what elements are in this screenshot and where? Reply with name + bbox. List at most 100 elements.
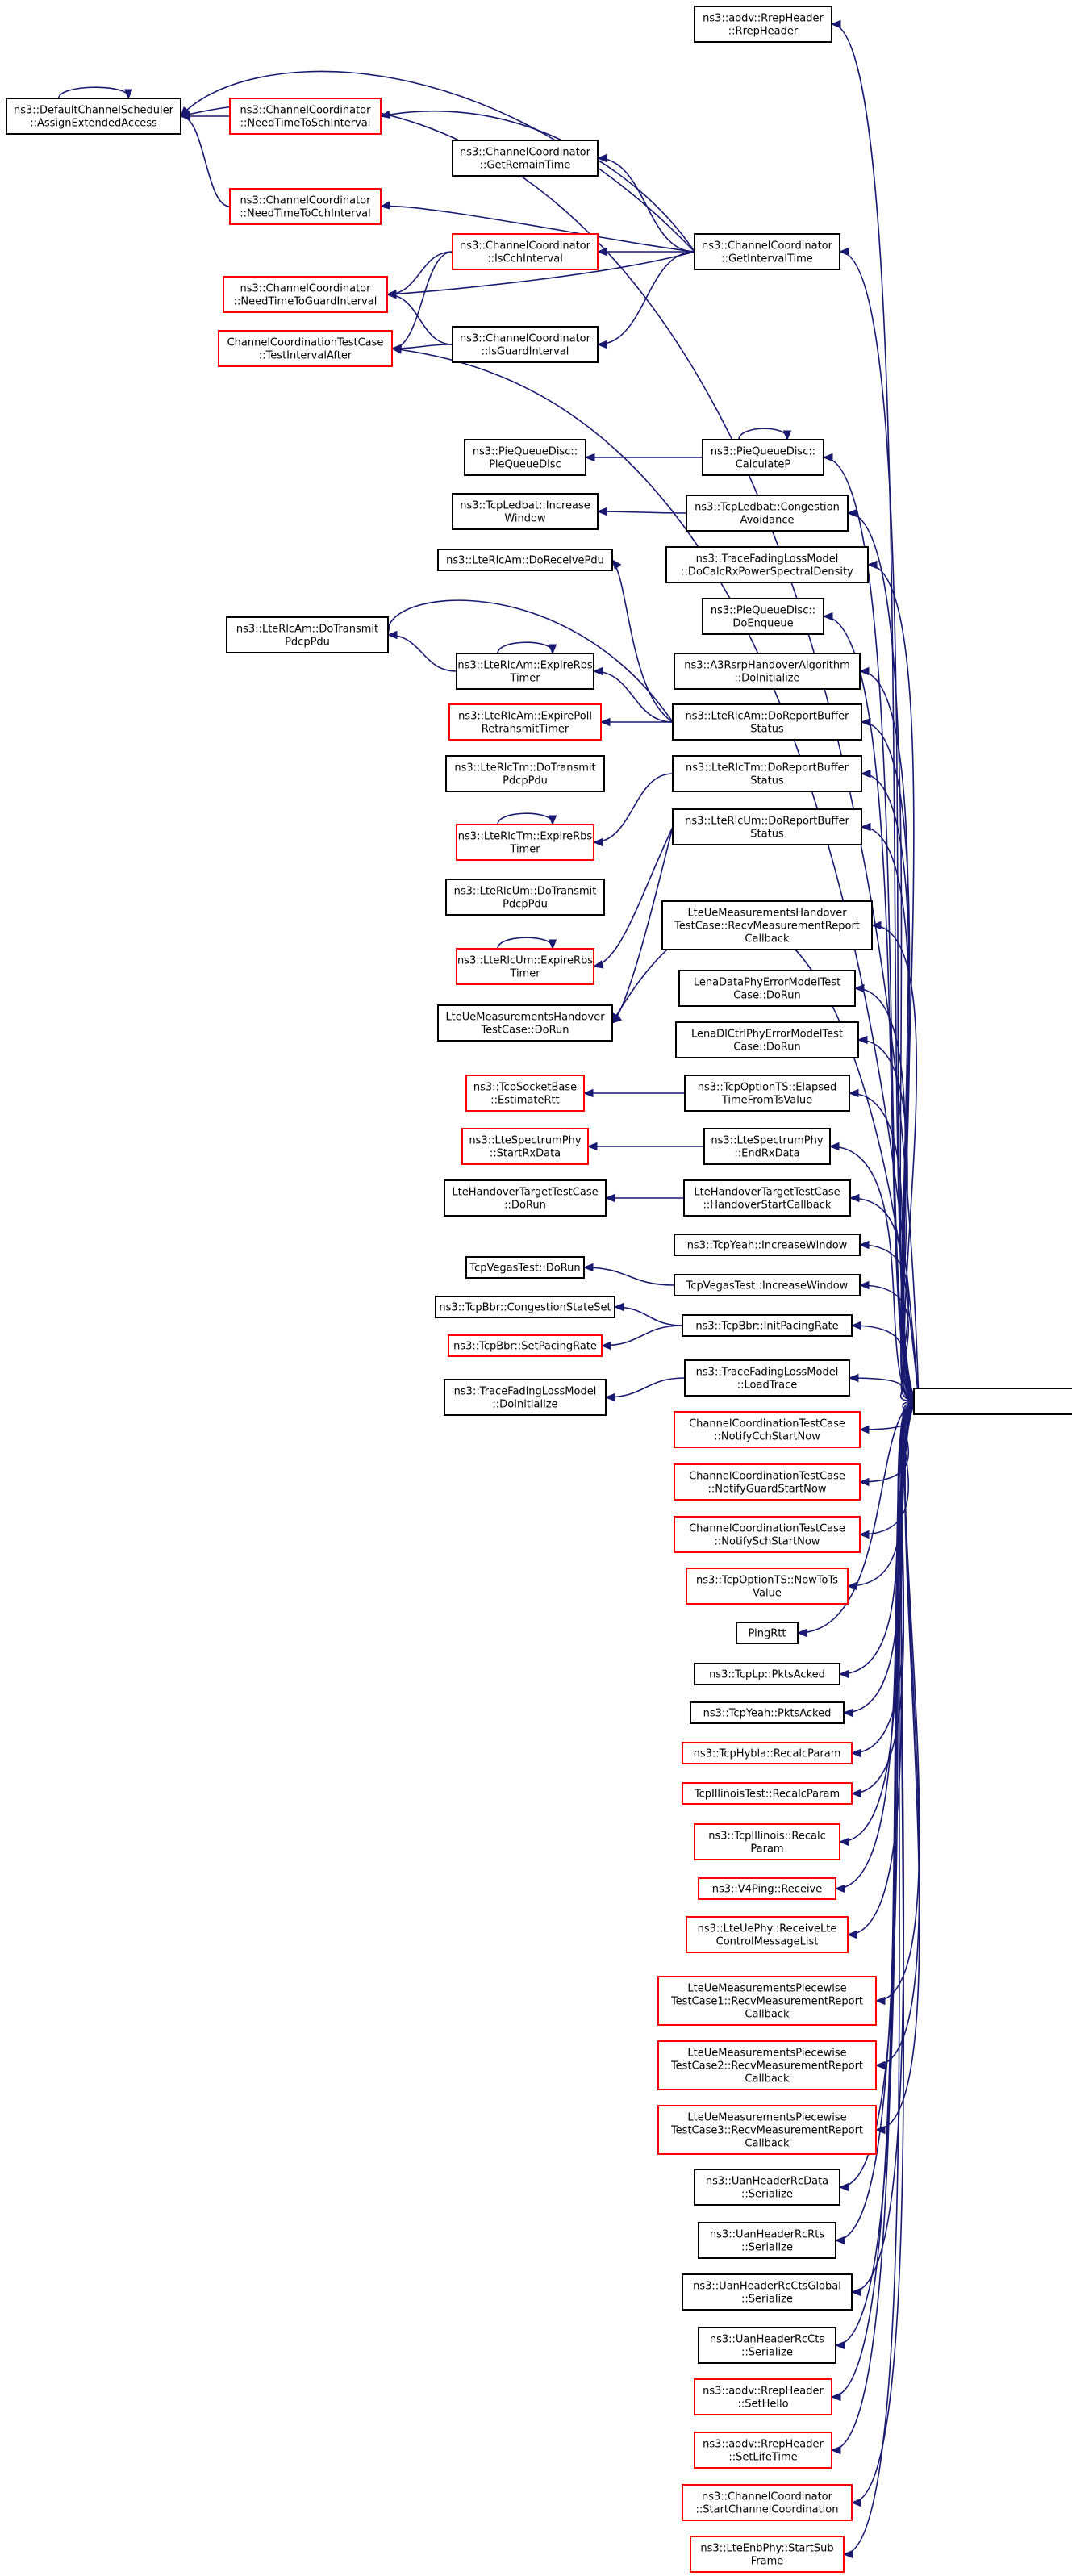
node-yeahpkts[interactable]: ns3::TcpYeah::PktsAcked (690, 1701, 845, 1724)
node-box (694, 6, 832, 43)
node-specend[interactable]: ns3::LteSpectrumPhy::EndRxData (703, 1128, 831, 1165)
node-label-line: ns3::LteRlcTm::DoReportBuffer (686, 762, 849, 774)
node-hotargetrun[interactable]: LteHandoverTargetTestCase::DoRun (444, 1179, 607, 1217)
edge-arrowhead (604, 1193, 615, 1203)
node-iscch[interactable]: ns3::ChannelCoordinator::IsCchInterval (452, 233, 599, 270)
node-cctestinterval[interactable]: ChannelCoordinationTestCase::TestInterva… (218, 330, 393, 367)
node-label-line: ::NotifySchStartNow (715, 1536, 820, 1548)
node-label-line: ns3::LteRlcUm::DoTransmit (454, 886, 597, 898)
node-repheader[interactable]: ns3::aodv::RrepHeader::RrepHeader (694, 6, 832, 43)
node-dcs[interactable]: ns3::DefaultChannelScheduler::AssignExte… (6, 98, 181, 135)
edge-arrowhead (850, 2498, 861, 2507)
node-box (452, 493, 599, 530)
node-getremain[interactable]: ns3::ChannelCoordinator::GetRemainTime (452, 140, 599, 177)
node-v4ping[interactable]: ns3::V4Ping::Receive (698, 1877, 836, 1900)
node-uephy[interactable]: ns3::LteUePhy::ReceiveLteControlMessageL… (686, 1916, 849, 1953)
node-amrecv[interactable]: ns3::LteRlcAm::DoReceivePdu (437, 549, 613, 571)
node-illinois[interactable]: ns3::TcpIllinois::RecalcParam (694, 1823, 840, 1860)
node-uanrcdata[interactable]: ns3::UanHeaderRcData::Serialize (694, 2169, 840, 2206)
node-piedisc[interactable]: ns3::PieQueueDisc::PieQueueDisc (464, 439, 586, 476)
node-box (674, 1463, 861, 1501)
node-ledinc[interactable]: ns3::TcpLedbat::IncreaseWindow (452, 493, 599, 530)
edge-arrowhead (850, 2287, 861, 2297)
node-box (657, 2040, 877, 2090)
edge-arrowhead (834, 1884, 845, 1893)
node-specstart[interactable]: ns3::LteSpectrumPhy::StartRxData (461, 1128, 589, 1165)
node-uanrcrts[interactable]: ns3::UanHeaderRcRts::Serialize (698, 2222, 836, 2259)
node-pingrtt[interactable]: PingRtt (736, 1622, 799, 1644)
node-vegasinc[interactable]: TcpVegasTest::IncreaseWindow (674, 1274, 861, 1296)
node-traceinit[interactable]: ns3::TraceFadingLossModel::DoInitialize (444, 1379, 607, 1416)
edge-arrowhead (848, 1373, 859, 1383)
node-label-line: ns3::aodv::RrepHeader (703, 13, 824, 25)
node-lppkts[interactable]: ns3::TcpLp::PktsAcked (694, 1663, 840, 1685)
node-box (226, 616, 389, 653)
node-notifysch[interactable]: ChannelCoordinationTestCase::NotifySchSt… (674, 1516, 861, 1553)
node-setlife[interactable]: ns3::aodv::RrepHeader::SetLifeTime (694, 2432, 832, 2469)
node-traceload[interactable]: ns3::TraceFadingLossModel::LoadTrace (684, 1359, 850, 1397)
node-label-line: PdcpPdu (503, 899, 548, 911)
edge-bbrinit-to-bbrset (601, 1325, 683, 1346)
node-vegasrun[interactable]: TcpVegasTest::DoRun (465, 1256, 585, 1279)
node-bbrinit[interactable]: ns3::TcpBbr::InitPacingRate (682, 1314, 853, 1337)
node-box (690, 2536, 845, 2573)
node-pw2[interactable]: LteUeMeasurementsPiecewiseTestCase2::Rec… (657, 2040, 877, 2090)
node-a3rsrp[interactable]: ns3::A3RsrpHandoverAlgorithm::DoInitiali… (674, 653, 861, 690)
node-uemeasrecv[interactable]: LteUeMeasurementsHandoverTestCase::RecvM… (661, 900, 873, 950)
node-ntcch[interactable]: ns3::ChannelCoordinator::NeedTimeToCchIn… (229, 188, 382, 225)
node-uanrccts[interactable]: ns3::UanHeaderRcCts::Serialize (698, 2327, 836, 2364)
node-tracefading[interactable]: ns3::TraceFadingLossModel::DoCalcRxPower… (665, 546, 869, 583)
node-label-line: ::AssignExtendedAccess (30, 118, 157, 130)
node-label-line: ::Serialize (741, 2242, 793, 2254)
node-isguard[interactable]: ns3::ChannelCoordinator::IsGuardInterval (452, 326, 599, 363)
node-hybla[interactable]: ns3::TcpHybla::RecalcParam (682, 1742, 853, 1764)
node-bbrcong[interactable]: ns3::TcpBbr::CongestionStateSet (435, 1296, 615, 1318)
edge-arrowhead (596, 153, 607, 163)
node-tcpsock[interactable]: ns3::TcpSocketBase::EstimateRtt (465, 1075, 585, 1112)
node-yeahinc[interactable]: ns3::TcpYeah::IncreaseWindow (674, 1234, 861, 1256)
edge-arrowhead (592, 666, 603, 676)
edge-arrowhead (842, 2549, 853, 2559)
node-box (437, 549, 613, 571)
node-ntsch[interactable]: ns3::ChannelCoordinator::NeedTimeToSchIn… (229, 98, 382, 135)
node-label-line: Status (750, 724, 784, 736)
node-notifyguard[interactable]: ChannelCoordinationTestCase::NotifyGuard… (674, 1463, 861, 1501)
node-bbrset[interactable]: ns3::TcpBbr::SetPacingRate (448, 1334, 603, 1357)
node-sethello[interactable]: ns3::aodv::RrepHeader::SetHello (694, 2378, 832, 2415)
node-notifycch[interactable]: ChannelCoordinationTestCase::NotifyCchSt… (674, 1411, 861, 1448)
node-pw1[interactable]: LteUeMeasurementsPiecewiseTestCase1::Rec… (657, 1976, 877, 2026)
node-pieenq[interactable]: ns3::PieQueueDisc::DoEnqueue (702, 598, 824, 635)
node-uanrcctsg[interactable]: ns3::UanHeaderRcCtsGlobal::Serialize (682, 2273, 853, 2311)
node-ntguard[interactable]: ns3::ChannelCoordinator::NeedTimeToGuard… (223, 276, 388, 313)
node-startcc[interactable]: ns3::ChannelCoordinator::StartChannelCoo… (682, 2484, 853, 2521)
node-box (437, 1004, 613, 1042)
node-label-line: ns3::UanHeaderRcRts (710, 2229, 824, 2241)
edge-target-to-v4ping (835, 1401, 920, 1889)
node-label-line: ::LoadTrace (737, 1380, 797, 1392)
node-label-line: ControlMessageList (716, 1936, 819, 1948)
node-target[interactable]: ns3::Time::GetMilliSeconds (913, 1388, 1072, 1415)
node-pw3[interactable]: LteUeMeasurementsPiecewiseTestCase3::Rec… (657, 2105, 877, 2155)
node-illtest[interactable]: TcpIllinoisTest::RecalcParam (682, 1782, 853, 1805)
node-hotargetcb[interactable]: LteHandoverTargetTestCase::HandoverStart… (683, 1179, 851, 1217)
node-calcp[interactable]: ns3::PieQueueDisc::CalculateP (702, 439, 824, 476)
edge-tmexprbs-to-tmexprbs (497, 812, 553, 825)
node-getinterval[interactable]: ns3::ChannelCoordinator::GetIntervalTime (694, 233, 840, 270)
